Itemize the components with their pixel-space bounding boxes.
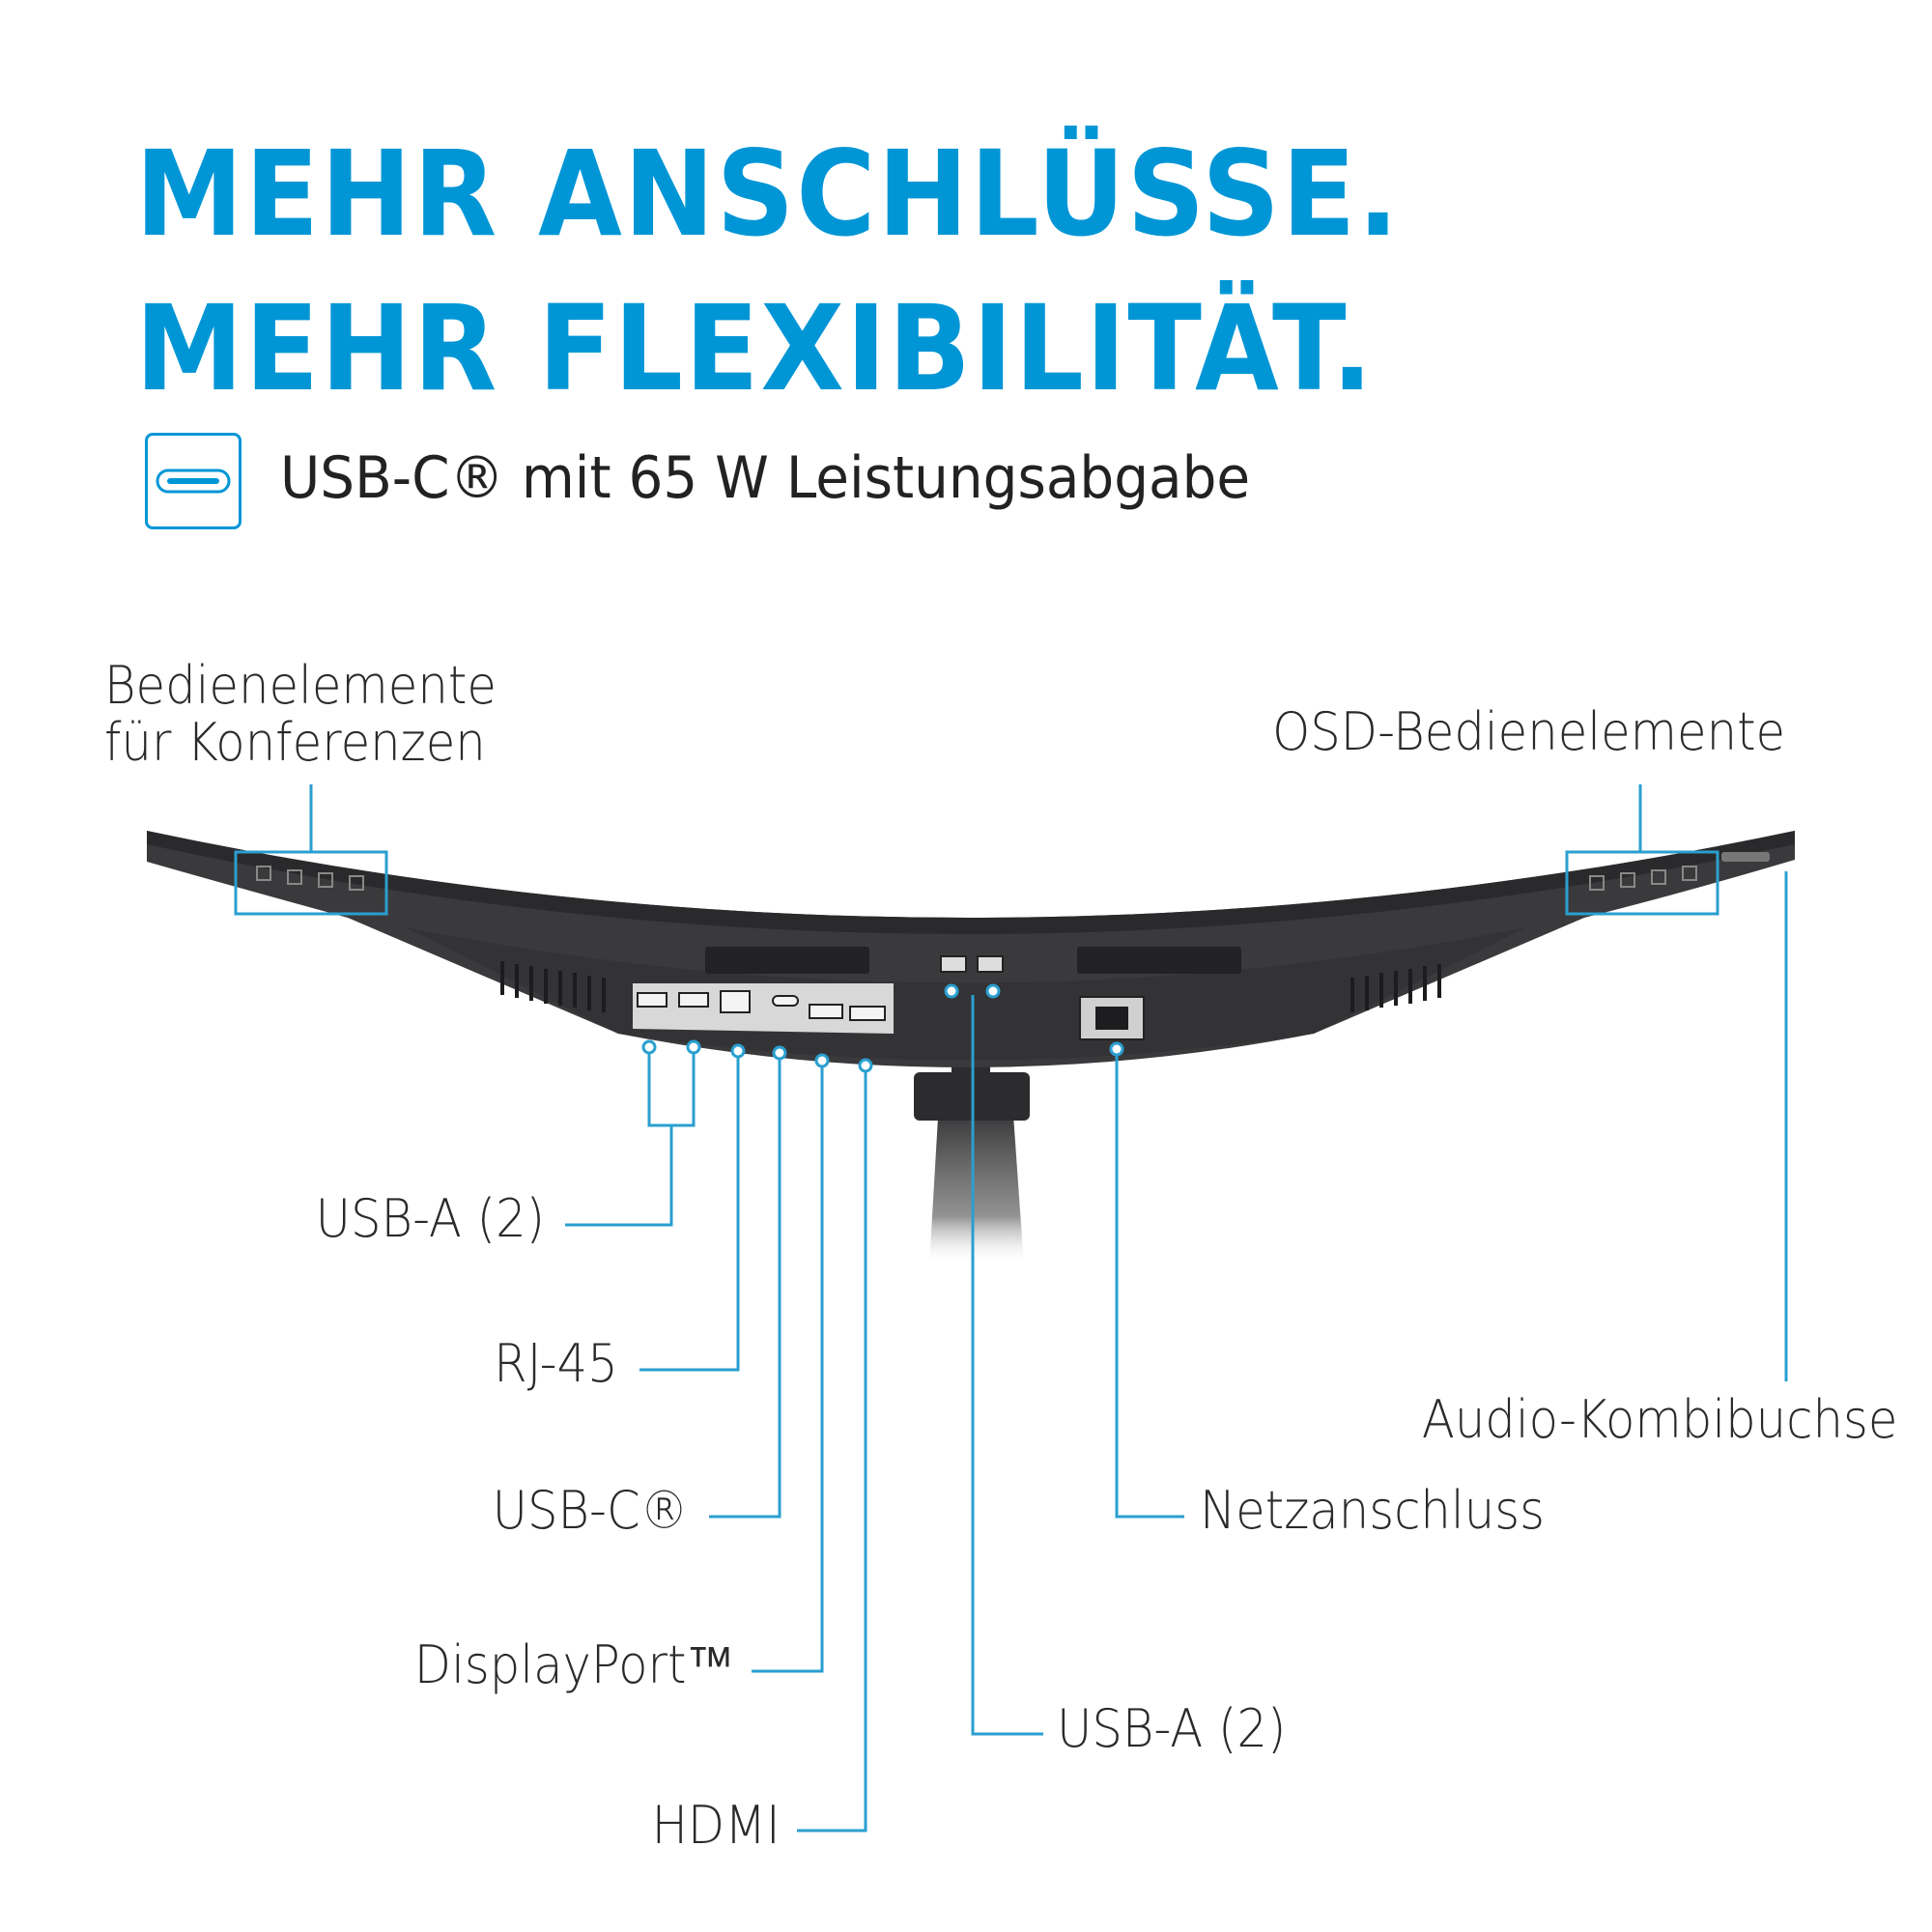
callout-line-usb-a-left (565, 1125, 673, 1227)
label-power: Netzanschluss (1200, 1480, 1545, 1541)
dot-stand-usb-a-1 (944, 983, 959, 999)
label-conference-controls-line-1: Bedienelemente (104, 655, 497, 716)
callout-line-rj45 (639, 1053, 740, 1372)
callout-bracket-usb-a (647, 1051, 696, 1127)
dot-rj45 (730, 1043, 746, 1059)
dot-stand-usb-a-2 (985, 983, 1001, 999)
label-conference-controls: Bedienelemente für Konferenzen (104, 657, 497, 772)
dot-usb-c (772, 1045, 787, 1061)
callout-line-displayport (752, 1063, 824, 1673)
label-hdmi: HDMI (651, 1795, 781, 1856)
monitor-stand (914, 1024, 1030, 1265)
dot-hdmi (858, 1058, 873, 1073)
osd-controls-highlight (1565, 850, 1719, 916)
curved-monitor-body (147, 831, 1795, 1067)
callout-lines (309, 784, 1788, 1833)
label-usb-c: USB-C® (492, 1480, 688, 1541)
displayport-port (809, 1004, 843, 1019)
label-osd-controls: OSD-Bedienelemente (1272, 701, 1785, 762)
conference-button-3 (318, 872, 333, 888)
dot-usb-a-2 (686, 1039, 701, 1055)
stand-usb-a-port-2 (977, 955, 1004, 973)
conference-button-4 (349, 875, 364, 891)
headline-line-2: MEHR FLEXIBILITÄT. (135, 280, 1375, 417)
callout-line-power (1115, 1051, 1184, 1519)
osd-button-1 (1589, 875, 1605, 891)
callout-line-usb-a-stand (971, 995, 1043, 1736)
dot-displayport (814, 1053, 830, 1068)
usb-a-port-1 (637, 992, 668, 1008)
audio-jack-slot (1721, 852, 1770, 862)
usb-c-port-icon (145, 433, 242, 529)
label-audio: Audio-Kombibuchse (1421, 1389, 1897, 1450)
callout-line-usb-c (709, 1055, 781, 1519)
label-displayport: DisplayPort™ (413, 1634, 734, 1695)
label-conference-controls-line-2: für Konferenzen (104, 712, 486, 774)
conference-button-1 (256, 866, 271, 881)
rj45-port (720, 990, 751, 1013)
osd-button-3 (1651, 869, 1666, 885)
hdmi-port (849, 1006, 886, 1021)
headline-line-1: MEHR ANSCHLÜSSE. (135, 126, 1401, 263)
power-connector (1079, 996, 1145, 1040)
dot-power (1109, 1041, 1124, 1057)
label-rj45: RJ-45 (494, 1333, 618, 1394)
stand-usb-a-port-1 (940, 955, 967, 973)
dot-usb-a-1 (641, 1039, 657, 1055)
label-usb-a-left: USB-A (2) (315, 1188, 545, 1249)
osd-button-2 (1620, 872, 1635, 888)
label-usb-a-stand: USB-A (2) (1057, 1698, 1287, 1759)
conference-button-2 (287, 869, 302, 885)
port-panel (633, 852, 1770, 1040)
osd-button-4 (1682, 866, 1697, 881)
feature-usb-c-power-delivery: USB-C® mit 65 W Leistungsabgabe (280, 444, 1251, 512)
usb-c-port (772, 995, 799, 1007)
usb-a-port-2 (678, 992, 709, 1008)
callout-line-hdmi (797, 1067, 867, 1833)
